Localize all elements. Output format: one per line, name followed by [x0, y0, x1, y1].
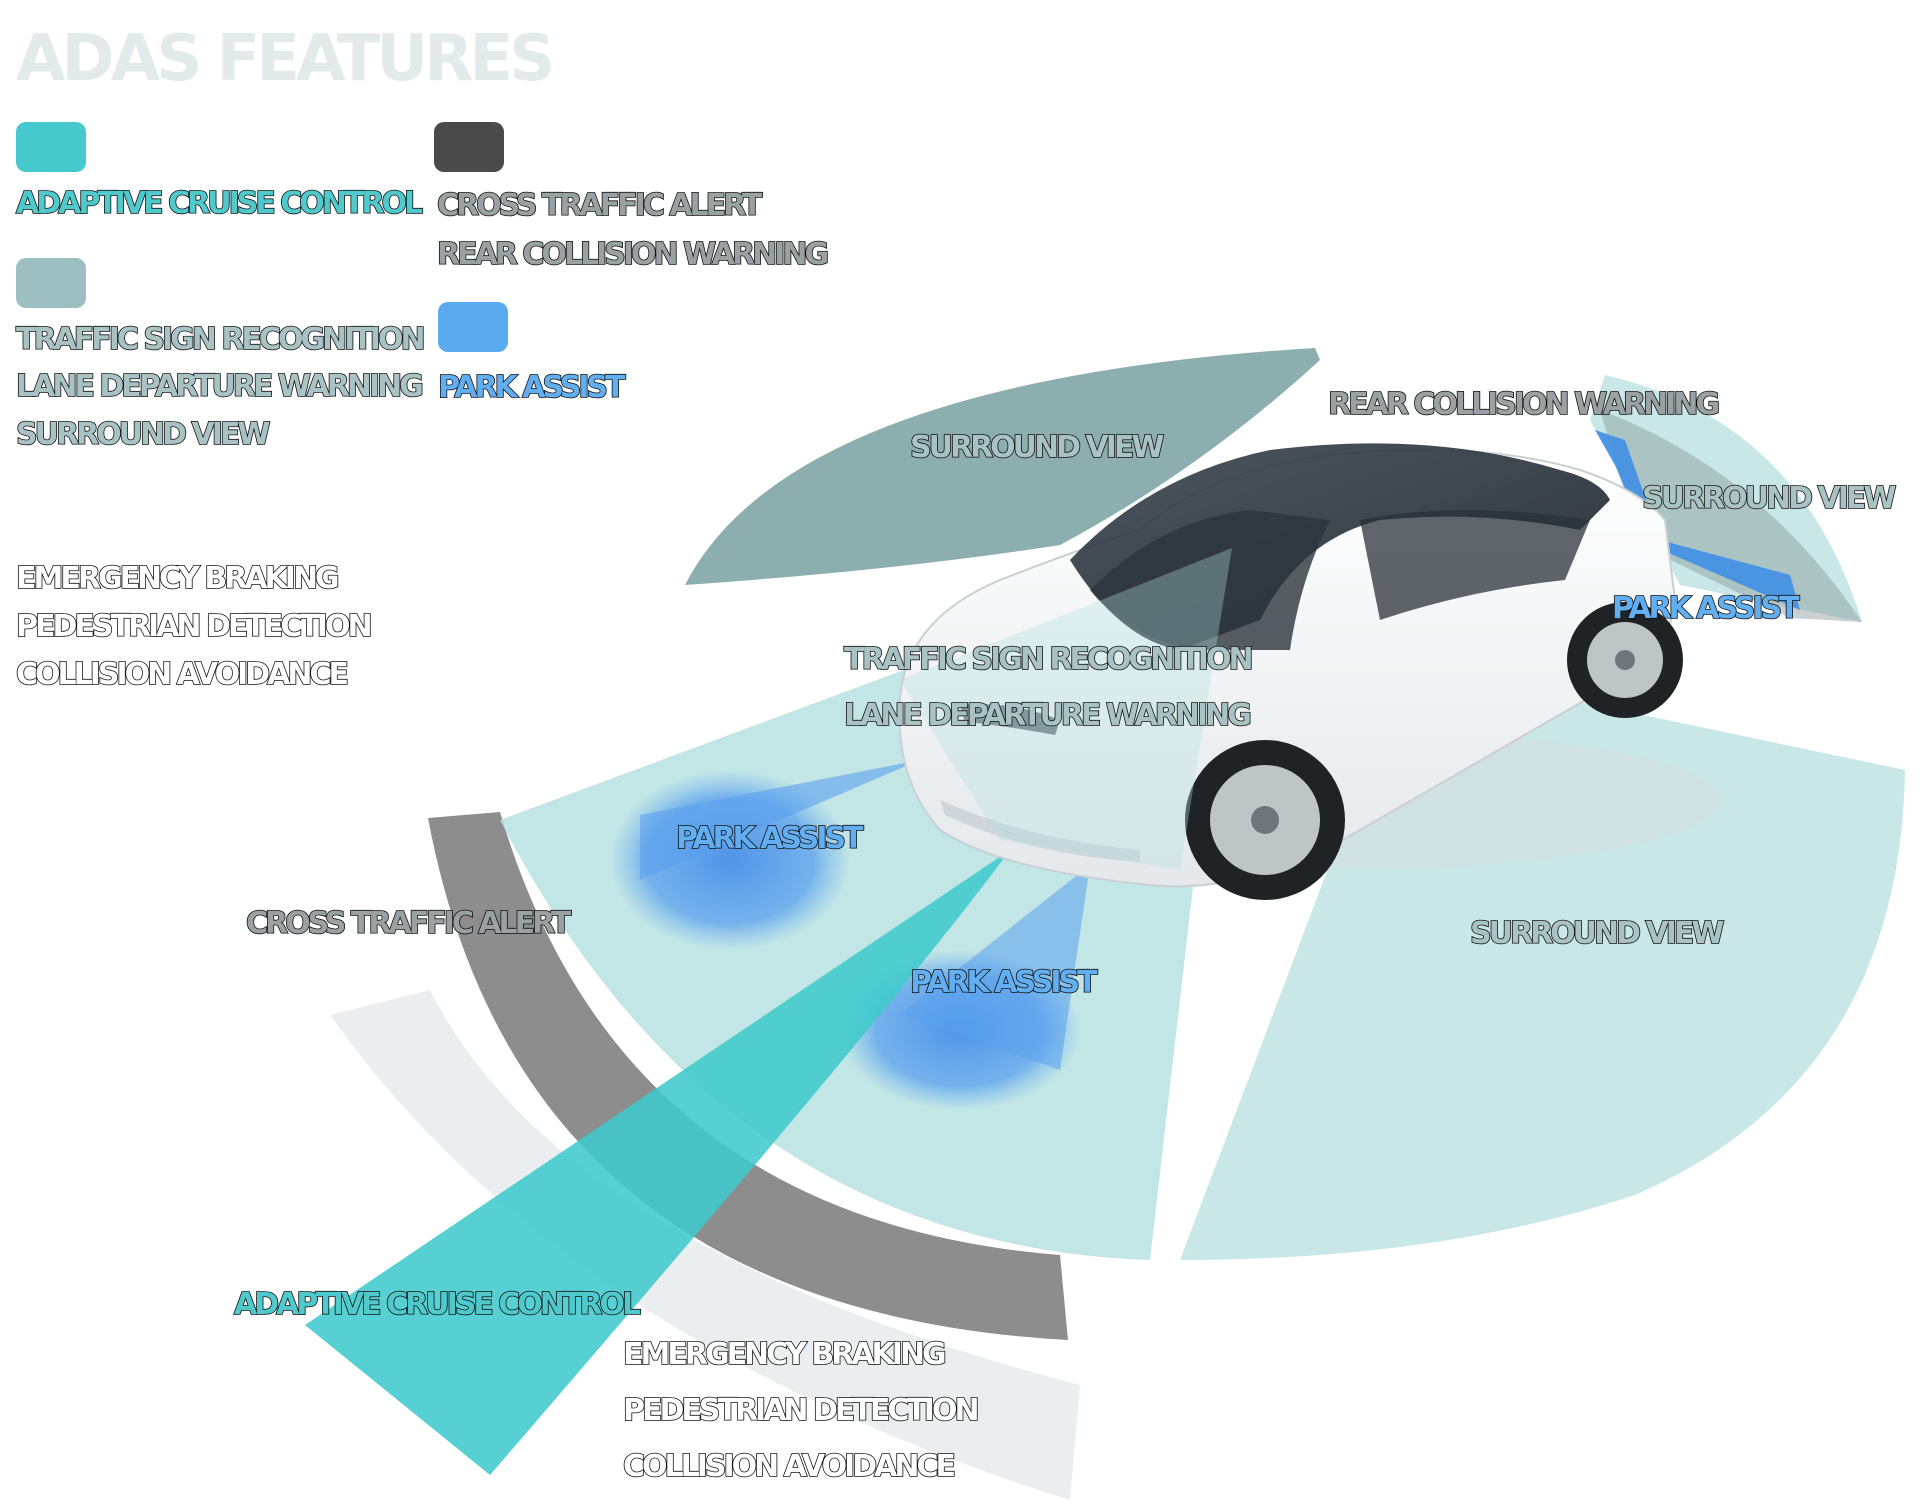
car — [898, 443, 1720, 900]
zone-label-surround-top: SURROUND VIEW — [909, 430, 1165, 466]
legend-swatch-dark — [434, 122, 504, 172]
legend-swatch-blue — [438, 302, 508, 352]
legend-blue-label: PARK ASSIST — [437, 370, 626, 406]
zone-label-collision: COLLISION AVOIDANCE — [622, 1449, 957, 1485]
adaptive-cruise-control-zone — [305, 850, 1010, 1475]
zone-label-pedestrian: PEDESTRIAN DETECTION — [622, 1393, 980, 1429]
zone-label-surround-rear: SURROUND VIEW — [1641, 481, 1897, 517]
zone-label-park-rear: PARK ASSIST — [1611, 591, 1800, 627]
emergency-braking-zone — [330, 990, 1080, 1500]
legend-swatch-light — [16, 258, 86, 308]
legend-white-label-3: COLLISION AVOIDANCE — [15, 657, 350, 693]
legend-dark-label-2: REAR COLLISION WARNING — [436, 237, 830, 273]
zone-label-park-front-left: PARK ASSIST — [675, 821, 864, 857]
front-sensor-cone-overlay — [900, 548, 1232, 870]
legend-white-label-1: EMERGENCY BRAKING — [15, 561, 340, 597]
surround-view-rear-zone — [1590, 375, 1862, 622]
legend-light-label-1: TRAFFIC SIGN RECOGNITION — [15, 322, 426, 358]
cross-traffic-zone — [428, 812, 1068, 1340]
page-title: ADAS FEATURES — [16, 22, 555, 96]
zone-label-surround-right: SURROUND VIEW — [1469, 916, 1725, 952]
zone-label-rear-collision: REAR COLLISION WARNING — [1327, 387, 1721, 423]
legend-swatch-acc — [16, 122, 86, 172]
park-assist-front-beam — [900, 865, 1090, 1070]
rear-collision-zone — [1600, 410, 1862, 622]
legend-dark-label-1: CROSS TRAFFIC ALERT — [436, 188, 763, 224]
legend-white-label-2: PEDESTRIAN DETECTION — [15, 609, 373, 645]
zone-label-lane-departure: LANE DEPARTURE WARNING — [843, 698, 1253, 734]
park-assist-rear-zone — [1595, 430, 1800, 610]
park-assist-front-left-beam — [640, 760, 920, 880]
surround-view-top-zone — [685, 348, 1320, 585]
legend-light-label-3: SURROUND VIEW — [15, 417, 271, 453]
zone-label-acc: ADAPTIVE CRUISE CONTROL — [233, 1287, 642, 1323]
legend-light-label-2: LANE DEPARTURE WARNING — [15, 369, 425, 405]
legend-acc-label: ADAPTIVE CRUISE CONTROL — [15, 186, 424, 222]
zone-label-park-front: PARK ASSIST — [909, 965, 1098, 1001]
zone-label-cross-traffic: CROSS TRAFFIC ALERT — [245, 906, 572, 942]
zone-label-traffic-sign: TRAFFIC SIGN RECOGNITION — [843, 642, 1254, 678]
zone-label-emergency: EMERGENCY BRAKING — [622, 1337, 947, 1373]
